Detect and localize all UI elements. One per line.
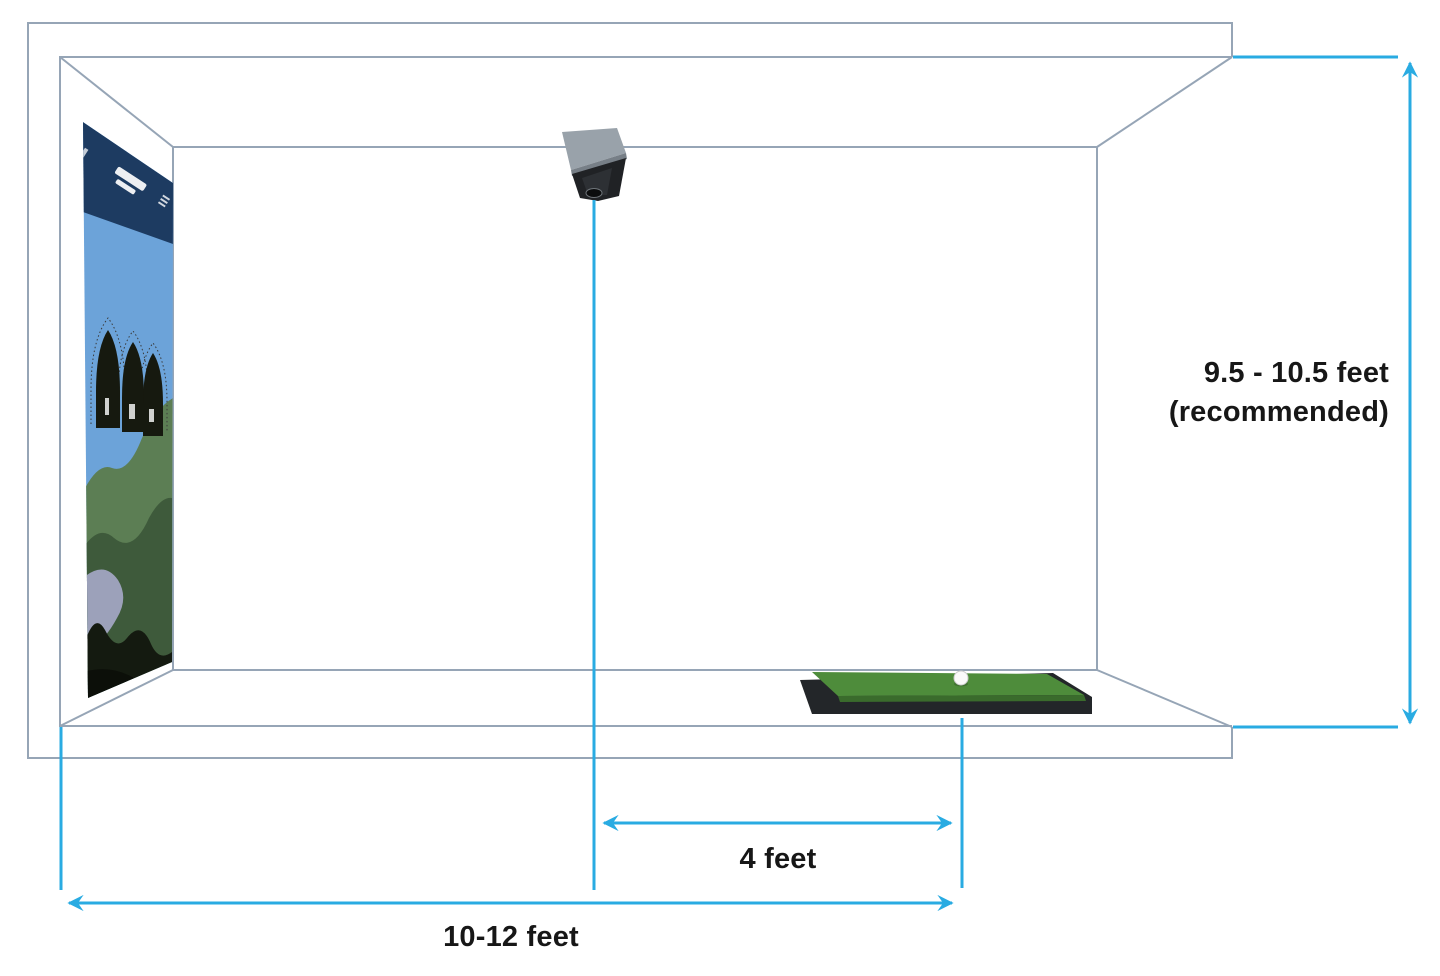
ceiling-height-note: (recommended) (1168, 396, 1389, 428)
screen-corner-text (83, 147, 89, 160)
camera-lens (585, 188, 603, 198)
hitting-mat (800, 670, 1092, 714)
screen-header-bar (83, 122, 173, 244)
screen-artwork (83, 122, 173, 698)
impact-screen (83, 122, 173, 698)
camera-mount-plate (562, 128, 626, 170)
golf-ball (953, 670, 969, 686)
camera-to-ball-label: 4 feet (739, 843, 817, 875)
tree-base-labels (105, 398, 154, 422)
ceiling-height-value: 9.5 - 10.5 feet (1203, 357, 1389, 389)
screen-menu-icon (157, 194, 171, 208)
room-depth-label: 10-12 feet (443, 921, 579, 953)
ceiling-camera (562, 128, 627, 201)
mat-turf (812, 672, 1084, 696)
screen-logo (115, 166, 147, 195)
room-wireframe (27, 22, 1233, 759)
ceiling-height-label: 9.5 - 10.5 feet (recommended) (1169, 354, 1389, 432)
tree-silhouettes (96, 330, 163, 436)
dimension-lines (59, 55, 1419, 912)
